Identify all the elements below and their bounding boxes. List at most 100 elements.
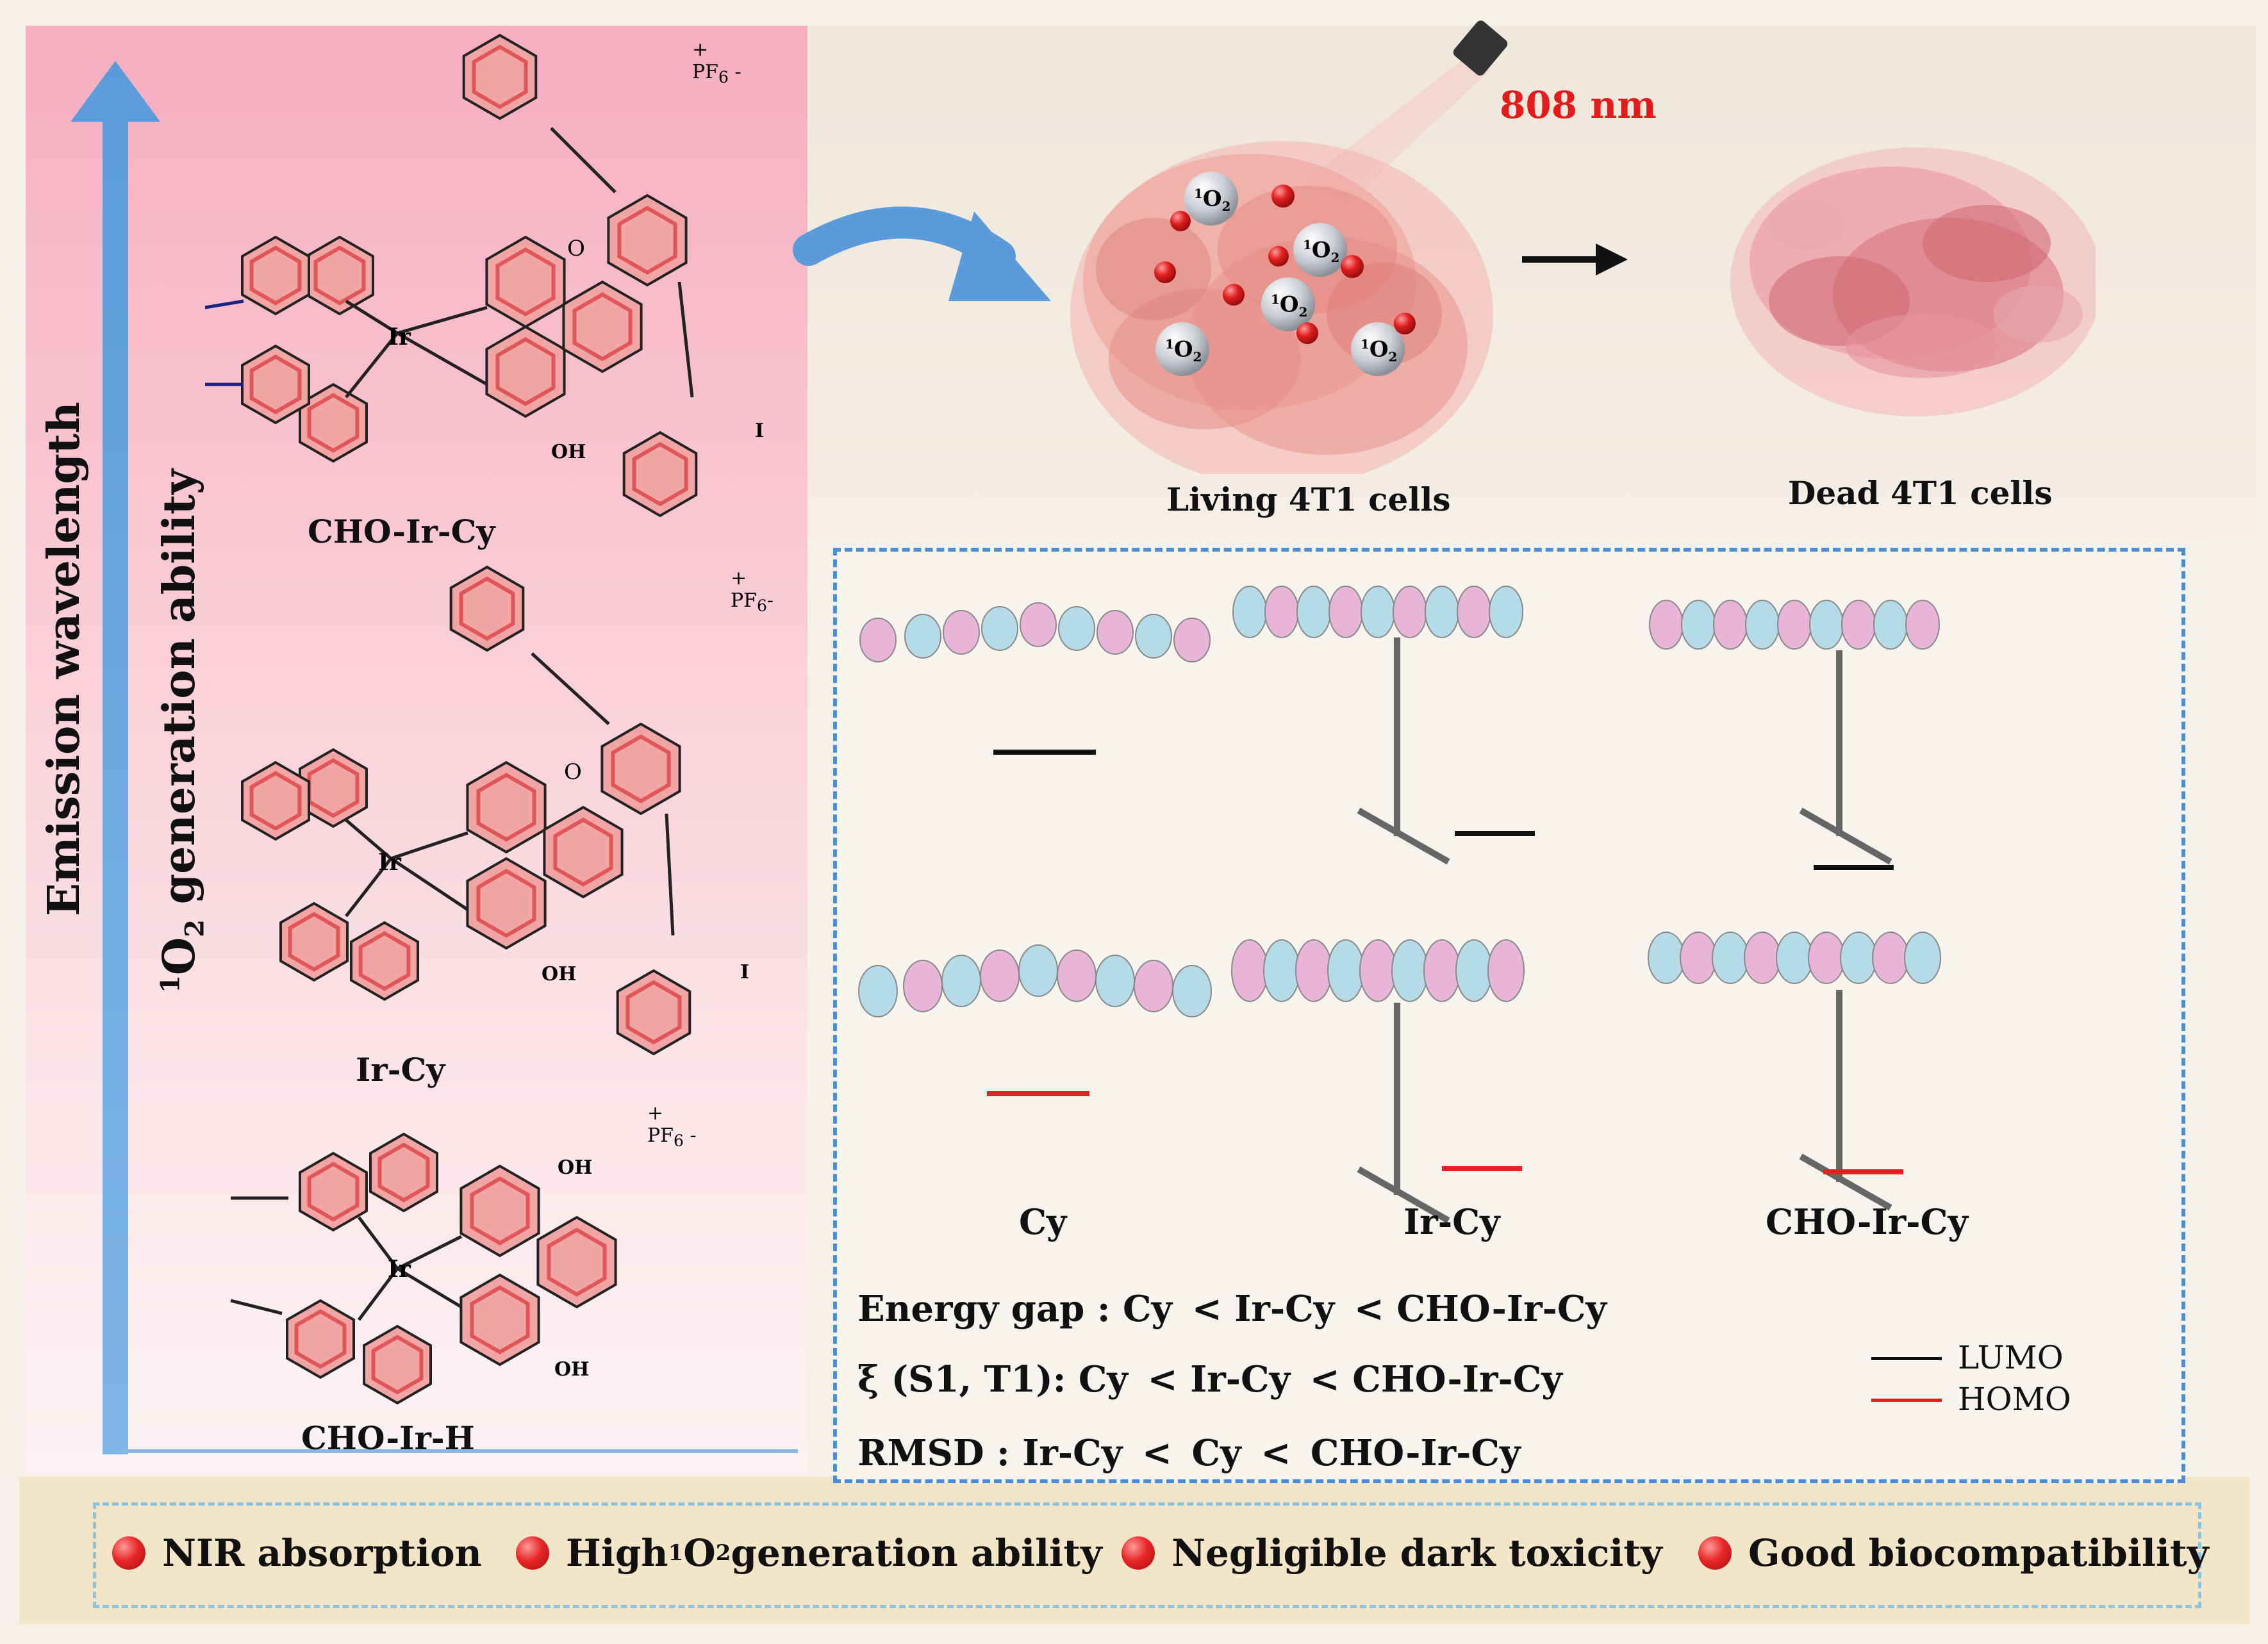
- label-cho-ir-cy: CHO-Ir-Cy: [308, 513, 495, 550]
- cho-ir-cy-lumo-lobe: [1841, 600, 1876, 650]
- singlet-oxygen-label-3: 1O2: [1271, 292, 1308, 320]
- cy-lumo-lobe: [943, 610, 980, 655]
- ppy-ring-3d-inner: [371, 1335, 424, 1395]
- cy-homo-level: [987, 1091, 1089, 1096]
- ppy-ring-2c-inner: [288, 912, 340, 972]
- ir-cy-lumo-lobe: [1361, 586, 1395, 638]
- cho-ir-cy-homo-lobe: [1648, 932, 1685, 984]
- ppy-ring-2a-inner: [307, 758, 360, 818]
- phen-ring-3a-inner: [470, 1176, 530, 1245]
- cho-ir-cy-homo-lobe: [1808, 932, 1845, 984]
- indole-ring-1-inner: [472, 44, 528, 110]
- cho-ir-cy-lumo-lobe: [1649, 600, 1684, 650]
- living-cells-label: Living 4T1 cells: [1166, 481, 1451, 518]
- ir-bond-2a: [345, 819, 392, 860]
- cho-ir-cy-lumo-stem-arm: [1799, 807, 1892, 865]
- feature-dark-toxicity: Negligible dark toxicity: [1122, 1531, 1662, 1575]
- hydroxyl-1: OH: [551, 441, 586, 463]
- label-cho-ir-h: CHO-Ir-H: [301, 1419, 475, 1457]
- hydroxyl-4: OH: [554, 1358, 590, 1381]
- phen-ring-1c-inner: [572, 292, 633, 361]
- polymethine-1a: [550, 127, 617, 193]
- cho-ir-cy-homo-lobe: [1872, 932, 1909, 984]
- ppy-ring-1c-inner: [307, 393, 360, 453]
- cy-homo-lobe: [1095, 955, 1135, 1007]
- cy-lumo-lobe: [1058, 606, 1095, 651]
- bullet-icon: [1122, 1536, 1155, 1570]
- laser-wavelength: 808 nm: [1500, 83, 1657, 127]
- ir-bond-3a: [358, 1216, 399, 1270]
- cho-ir-cy-homo-lobe: [1840, 932, 1877, 984]
- ir-bond-1b: [345, 332, 399, 399]
- column-label-cho-ir-cy: CHO-Ir-Cy: [1766, 1201, 1968, 1242]
- ppy-ring-2b-inner: [249, 771, 302, 831]
- orbital-plots: [858, 586, 1941, 1224]
- cho-ir-cy-lumo-lobe: [1745, 600, 1780, 650]
- homo-legend-label: HOMO: [1958, 1381, 2071, 1418]
- cho-ir-cy-homo-lobe: [1904, 932, 1941, 984]
- cy-homo-lobe: [1018, 944, 1058, 997]
- death-arrowhead: [1596, 243, 1628, 275]
- pf6-counterion-1: +PF6 -: [692, 38, 741, 86]
- features-box: [93, 1502, 2201, 1608]
- cho-ir-cy-homo-stem-arm: [1799, 1153, 1892, 1211]
- bullet-icon: [112, 1536, 145, 1570]
- ir-bond-1c: [397, 306, 488, 335]
- ir-cy-homo-lobe: [1455, 939, 1493, 1002]
- cy-homo-lobe: [1057, 949, 1097, 1002]
- iodide-1: I: [755, 420, 765, 442]
- baseline-axis: [122, 1449, 798, 1453]
- cy-lumo-level: [993, 750, 1096, 755]
- ir-cy-lumo-lobe: [1264, 586, 1299, 638]
- curved-arrowhead: [948, 211, 1051, 301]
- label-ir-cy: Ir-Cy: [356, 1051, 445, 1089]
- ir-cy-homo-lobe: [1359, 939, 1396, 1002]
- cho-ir-cy-lumo-level: [1814, 865, 1894, 870]
- ir-cy-lumo-lobe: [1489, 586, 1523, 638]
- cy-lumo-lobe: [1020, 602, 1057, 647]
- ir-bond-2d: [390, 857, 469, 912]
- cho-ir-cy-lumo-lobe: [1713, 600, 1748, 650]
- cho-ir-cy-lumo-lobe: [1873, 600, 1908, 650]
- rmsd-comparison: RMSD : Ir-Cy < Cy < CHO-Ir-Cy: [857, 1432, 1521, 1474]
- cho-ir-cy-homo-lobe: [1680, 932, 1717, 984]
- pf6-counterion-3: +PF6 -: [647, 1102, 697, 1150]
- ir-bond-3c: [396, 1235, 463, 1270]
- cy-lumo-lobe: [904, 614, 941, 659]
- ir-cy-lumo-lobe: [1232, 586, 1267, 638]
- ir-cy-homo-lobe: [1487, 939, 1525, 1002]
- aldehyde-1a: [204, 299, 244, 309]
- cho-ir-cy-homo-lobe: [1744, 932, 1781, 984]
- ir-cy-homo-lobe: [1295, 939, 1332, 1002]
- ir-cy-homo-stem-arm: [1357, 1166, 1450, 1224]
- ir-cy-lumo-lobe: [1329, 586, 1363, 638]
- ir-bond-3b: [358, 1267, 399, 1321]
- dead-cells-label: Dead 4T1 cells: [1788, 474, 2053, 512]
- ether-oxygen-1: O: [567, 236, 585, 261]
- cho-ir-cy-homo-lobe: [1776, 932, 1813, 984]
- ppy-ring-1d-inner: [249, 354, 302, 415]
- cy-homo-lobe: [903, 960, 943, 1012]
- singlet-oxygen-label-1: 1O2: [1194, 186, 1231, 215]
- ppy-ring-3b-inner: [377, 1142, 430, 1203]
- feature-biocompatibility: Good biocompatibility: [1698, 1531, 2208, 1575]
- iodide-2: I: [740, 961, 750, 983]
- lumo-legend-line: [1871, 1357, 1942, 1360]
- singlet-oxygen-particles: [1155, 172, 1405, 376]
- cyclohexene-ring-2-inner: [611, 734, 671, 803]
- cy-homo-lobe: [1172, 965, 1212, 1017]
- aldehyde-3b: [230, 1299, 283, 1315]
- phen-ring-2b-inner: [476, 869, 536, 938]
- cy-lumo-lobe: [859, 618, 897, 662]
- xi-comparison: ξ (S1, T1): Cy < Ir-Cy < CHO-Ir-Cy: [857, 1358, 1562, 1401]
- cy-lumo-lobe: [1173, 618, 1211, 662]
- ir-cy-lumo-lobe: [1457, 586, 1491, 638]
- column-label-cy: Cy: [1019, 1201, 1067, 1242]
- ir-cy-lumo-lobe: [1296, 586, 1331, 638]
- energy-gap-comparison: Energy gap : Cy < Ir-Cy < CHO-Ir-Cy: [857, 1288, 1607, 1330]
- indole-ring-2-inner: [459, 576, 515, 641]
- ppy-ring-3a-inner: [307, 1162, 360, 1222]
- cy-lumo-lobe: [981, 606, 1018, 651]
